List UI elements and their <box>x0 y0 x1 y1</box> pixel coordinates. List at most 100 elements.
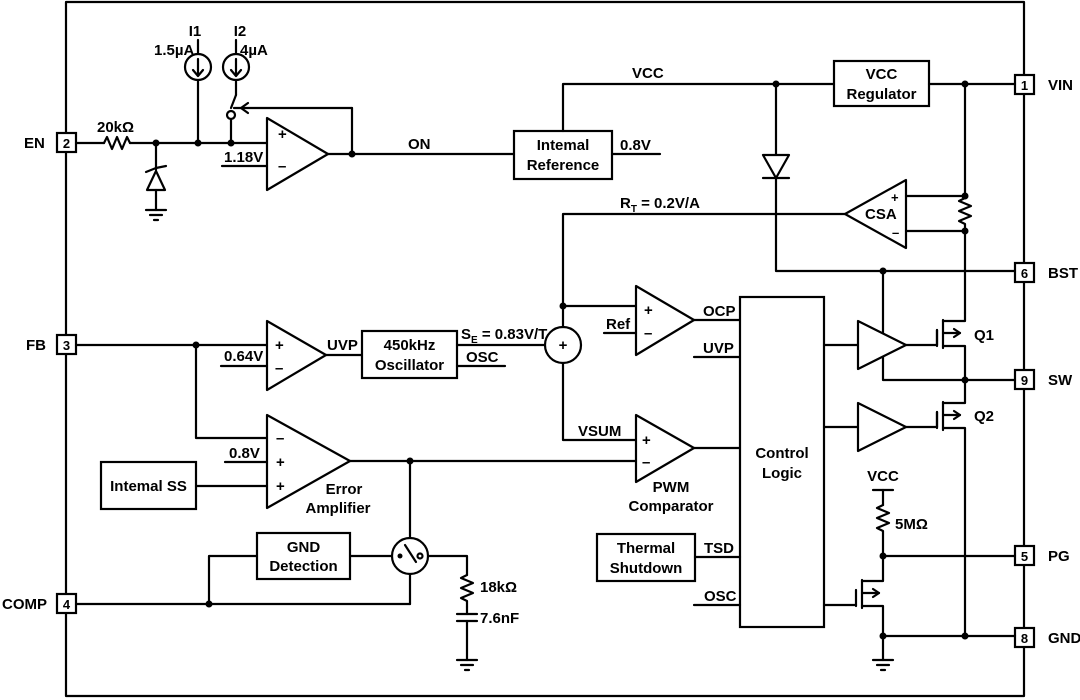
comp-capacitor-label: 7.6nF <box>480 610 519 627</box>
pwm-label-2: Comparator <box>628 498 713 515</box>
pg-vcc-label: VCC <box>867 468 899 485</box>
pg-pullup-resistor <box>875 503 891 557</box>
ocp-label: OCP <box>703 303 736 320</box>
ground-icon <box>871 658 895 672</box>
svg-text:+: + <box>642 432 651 449</box>
pin-en: 2 EN <box>24 131 78 154</box>
svg-text:GND: GND <box>287 539 321 556</box>
pin-vin-label: VIN <box>1048 77 1073 94</box>
svg-text:+: + <box>278 126 287 143</box>
ea-label-2: Amplifier <box>305 500 370 517</box>
control-logic-block: Control Logic <box>738 295 826 629</box>
svg-text:Oscillator: Oscillator <box>375 357 444 374</box>
svg-text:Detection: Detection <box>269 558 337 575</box>
svg-text:–: – <box>278 158 286 175</box>
on-signal-label: ON <box>408 136 431 153</box>
en-section: 20kΩ I1 1.5µA <box>74 23 516 222</box>
pg-resistor-label: 5MΩ <box>895 516 928 533</box>
comp-resistor <box>459 573 475 609</box>
comp-resistor-label: 18kΩ <box>480 579 517 596</box>
svg-text:Intemal: Intemal <box>537 137 590 154</box>
low-side-driver <box>856 401 908 453</box>
ea-label-1: Error <box>326 481 363 498</box>
uvp-comparator: + – <box>265 319 328 392</box>
q1-label: Q1 <box>974 327 994 344</box>
svg-text:VCC: VCC <box>866 66 898 83</box>
uvp-input-label: UVP <box>703 340 734 357</box>
pin-bst: 6 BST <box>1013 261 1078 284</box>
svg-text:+: + <box>276 478 285 495</box>
svg-text:–: – <box>892 225 899 240</box>
rt-label: RT = 0.2V/A <box>620 195 700 215</box>
internal-ss-block: Intemal SS <box>99 460 198 511</box>
comp-capacitor-icon <box>455 605 479 672</box>
oscillator-block: 450kHz Oscillator <box>360 329 459 380</box>
ea-ref-label: 0.8V <box>229 445 260 462</box>
pin-gnd-label: GND <box>1048 630 1080 647</box>
svg-text:Intemal SS: Intemal SS <box>110 478 187 495</box>
svg-text:Reference: Reference <box>527 157 600 174</box>
q2-label: Q2 <box>974 408 994 425</box>
q2-mosfet-icon <box>904 378 967 638</box>
pg-mosfet-icon <box>854 554 885 662</box>
svg-text:–: – <box>276 430 284 447</box>
svg-text:5: 5 <box>1021 549 1028 564</box>
pin-gnd: 8 GND <box>1013 626 1080 649</box>
svg-text:450kHz: 450kHz <box>384 337 436 354</box>
pwm-label-1: PWM <box>653 479 690 496</box>
svg-text:+: + <box>559 337 568 354</box>
svg-text:Regulator: Regulator <box>846 86 916 103</box>
current-source-i1-icon <box>183 38 213 145</box>
svg-text:2: 2 <box>63 136 70 151</box>
reference-voltage-label: 0.8V <box>620 137 651 154</box>
osc-input-label: OSC <box>704 588 737 605</box>
pin-pg-label: PG <box>1048 548 1070 565</box>
svg-text:–: – <box>642 454 650 471</box>
svg-text:–: – <box>644 325 652 342</box>
pin-bst-label: BST <box>1048 265 1078 282</box>
svg-text:Shutdown: Shutdown <box>610 560 682 577</box>
vcc-regulator-block: VCC Regulator <box>832 59 931 108</box>
comp-switch-icon <box>390 536 430 606</box>
csa-amplifier: CSA + – <box>843 178 908 250</box>
svg-text:Logic: Logic <box>762 465 802 482</box>
zener-diode-icon <box>144 141 168 222</box>
svg-text:8: 8 <box>1021 631 1028 646</box>
tsd-label: TSD <box>704 540 734 557</box>
i2-value: 4µA <box>240 42 268 59</box>
vsum-label: VSUM <box>578 423 621 440</box>
en-resistor <box>102 135 132 151</box>
summing-node: + <box>543 325 583 365</box>
svg-text:+: + <box>276 454 285 471</box>
pin-fb: 3 FB <box>26 333 78 356</box>
svg-text:+: + <box>891 190 899 205</box>
vcc-rail-label: VCC <box>632 65 664 82</box>
svg-text:+: + <box>275 337 284 354</box>
svg-text:4: 4 <box>63 597 71 612</box>
bootstrap-diode-icon <box>761 82 1017 273</box>
uvp-threshold-label: 0.64V <box>224 348 263 365</box>
en-resistor-label: 20kΩ <box>97 119 134 136</box>
pin-fb-label: FB <box>26 337 46 354</box>
pin-sw: 9 SW <box>1013 368 1073 391</box>
uvp-output-label: UVP <box>327 337 358 354</box>
en-comparator: + – <box>265 116 330 192</box>
svg-text:Thermal: Thermal <box>617 540 675 557</box>
pin-sw-label: SW <box>1048 372 1073 389</box>
i1-value: 1.5µA <box>154 42 194 59</box>
pin-pg: 5 PG <box>1013 544 1070 567</box>
se-label: SE = 0.83V/T <box>461 326 547 346</box>
pin-en-label: EN <box>24 135 45 152</box>
svg-text:Control: Control <box>755 445 808 462</box>
hysteresis-switch-icon <box>225 93 354 145</box>
i1-label: I1 <box>189 23 202 40</box>
svg-text:3: 3 <box>63 338 70 353</box>
internal-reference-block: Intemal Reference <box>512 129 614 181</box>
osc-output-label: OSC <box>466 349 499 366</box>
svg-text:CSA: CSA <box>865 206 897 223</box>
gnd-detection-block: GND Detection <box>255 531 352 581</box>
i2-label: I2 <box>234 23 247 40</box>
en-threshold-label: 1.18V <box>224 149 263 166</box>
pwm-comparator: + – <box>634 413 696 484</box>
